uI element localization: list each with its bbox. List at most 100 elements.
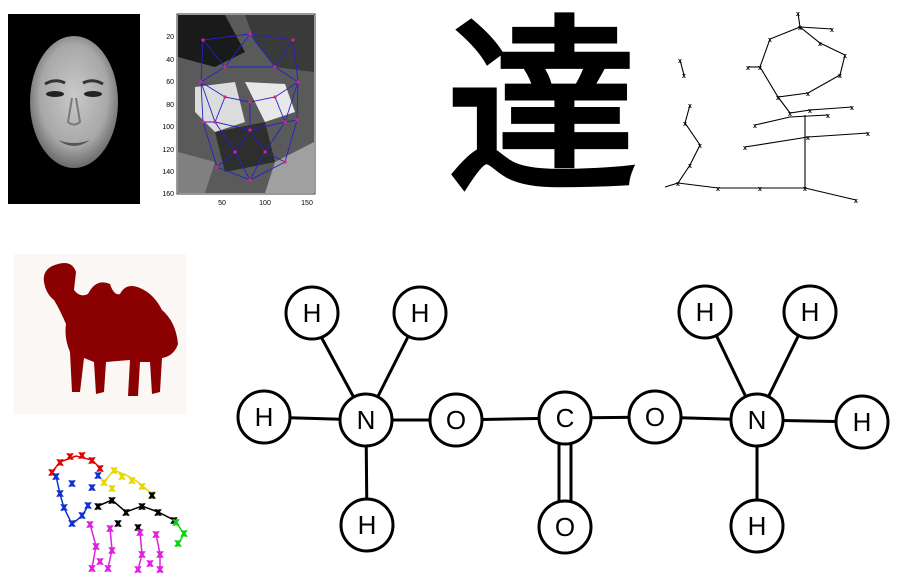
- face-photo: [8, 14, 140, 204]
- svg-text:x: x: [866, 131, 870, 138]
- y-tick: 20: [166, 34, 174, 41]
- svg-text:x: x: [119, 471, 124, 481]
- svg-text:x: x: [95, 470, 100, 480]
- svg-text:x: x: [61, 502, 66, 512]
- svg-text:x: x: [87, 519, 92, 529]
- svg-text:x: x: [79, 510, 84, 520]
- atom-h: H: [834, 394, 890, 450]
- svg-text:x: x: [175, 538, 180, 548]
- svg-text:x: x: [678, 58, 682, 65]
- svg-text:x: x: [776, 95, 780, 102]
- atom-h: H: [782, 284, 838, 340]
- face-graph-nodes: [199, 32, 300, 182]
- svg-text:x: x: [101, 477, 106, 487]
- svg-text:x: x: [171, 515, 176, 525]
- svg-text:x: x: [89, 563, 94, 573]
- svg-text:x: x: [107, 523, 112, 533]
- svg-text:x: x: [753, 123, 757, 130]
- atom-label: H: [411, 298, 430, 328]
- x-tick: 100: [259, 200, 271, 207]
- atom-label: H: [853, 407, 872, 437]
- svg-text:x: x: [97, 556, 102, 566]
- svg-text:x: x: [49, 467, 54, 477]
- atom-label: N: [357, 405, 376, 435]
- y-tick: 120: [162, 147, 174, 154]
- svg-text:x: x: [139, 501, 144, 511]
- y-tick: 140: [162, 169, 174, 176]
- molecule-atoms: H H H N H O C O O H H N H H: [236, 284, 890, 555]
- svg-text:x: x: [743, 145, 747, 152]
- atom-h: H: [729, 498, 785, 554]
- atom-o: O: [627, 389, 683, 445]
- svg-text:x: x: [69, 518, 74, 528]
- svg-text:x: x: [806, 135, 810, 142]
- molecule-diagram: H H H N H O C O O H H N H H: [236, 284, 890, 555]
- atom-label: O: [645, 402, 665, 432]
- y-tick: 160: [162, 191, 174, 198]
- svg-text:x: x: [129, 475, 134, 485]
- svg-text:x: x: [768, 37, 772, 44]
- atom-label: O: [555, 512, 575, 542]
- svg-text:x: x: [57, 488, 62, 498]
- svg-text:x: x: [105, 563, 110, 573]
- svg-text:x: x: [682, 73, 686, 80]
- svg-text:x: x: [850, 105, 854, 112]
- svg-text:x: x: [838, 73, 842, 80]
- svg-text:x: x: [109, 545, 114, 555]
- character-glyph: 達: [447, 10, 637, 200]
- svg-text:x: x: [139, 549, 144, 559]
- camel-silhouette: [14, 254, 186, 414]
- svg-text:x: x: [746, 65, 750, 72]
- atom-label: H: [748, 511, 767, 541]
- svg-text:x: x: [808, 108, 812, 115]
- svg-text:x: x: [798, 25, 802, 32]
- atom-n: N: [729, 392, 785, 448]
- face-graph-plot: 20 40 60 80 100 120 140 160 50 100 150: [162, 13, 316, 207]
- svg-text:x: x: [53, 471, 58, 481]
- atom-label: H: [358, 510, 377, 540]
- atom-n: N: [338, 392, 394, 448]
- atom-h: H: [284, 285, 340, 341]
- svg-text:x: x: [803, 186, 807, 193]
- svg-text:x: x: [155, 507, 160, 517]
- x-tick: 50: [218, 200, 226, 207]
- atom-label: O: [446, 405, 466, 435]
- svg-text:x: x: [147, 558, 152, 568]
- svg-text:x: x: [181, 528, 186, 538]
- atom-h: H: [677, 284, 733, 340]
- svg-text:x: x: [153, 529, 158, 539]
- svg-text:x: x: [139, 481, 144, 491]
- svg-text:x: x: [67, 451, 72, 461]
- svg-text:x: x: [173, 517, 178, 527]
- x-tick: 150: [301, 200, 313, 207]
- atom-h: H: [339, 497, 395, 553]
- svg-text:x: x: [85, 500, 90, 510]
- svg-text:x: x: [688, 163, 692, 170]
- svg-text:x: x: [97, 463, 102, 473]
- svg-text:x: x: [135, 564, 140, 574]
- svg-text:x: x: [854, 198, 858, 205]
- atom-c: C: [537, 390, 593, 446]
- svg-text:x: x: [109, 483, 114, 493]
- character-image: 達: [447, 10, 637, 200]
- svg-text:x: x: [89, 455, 94, 465]
- svg-text:x: x: [788, 111, 792, 118]
- svg-text:x: x: [137, 527, 142, 537]
- svg-text:x: x: [157, 549, 162, 559]
- svg-text:x: x: [688, 103, 692, 110]
- svg-text:x: x: [806, 91, 810, 98]
- y-tick: 80: [166, 102, 174, 109]
- svg-text:x: x: [818, 41, 822, 48]
- svg-text:x: x: [115, 518, 120, 528]
- atom-h: H: [236, 389, 292, 445]
- svg-text:x: x: [89, 482, 94, 492]
- y-tick: 60: [166, 79, 174, 86]
- svg-text:x: x: [123, 507, 128, 517]
- svg-text:x: x: [79, 450, 84, 460]
- atom-label: N: [748, 405, 767, 435]
- svg-text:x: x: [135, 522, 140, 532]
- svg-text:x: x: [843, 53, 847, 60]
